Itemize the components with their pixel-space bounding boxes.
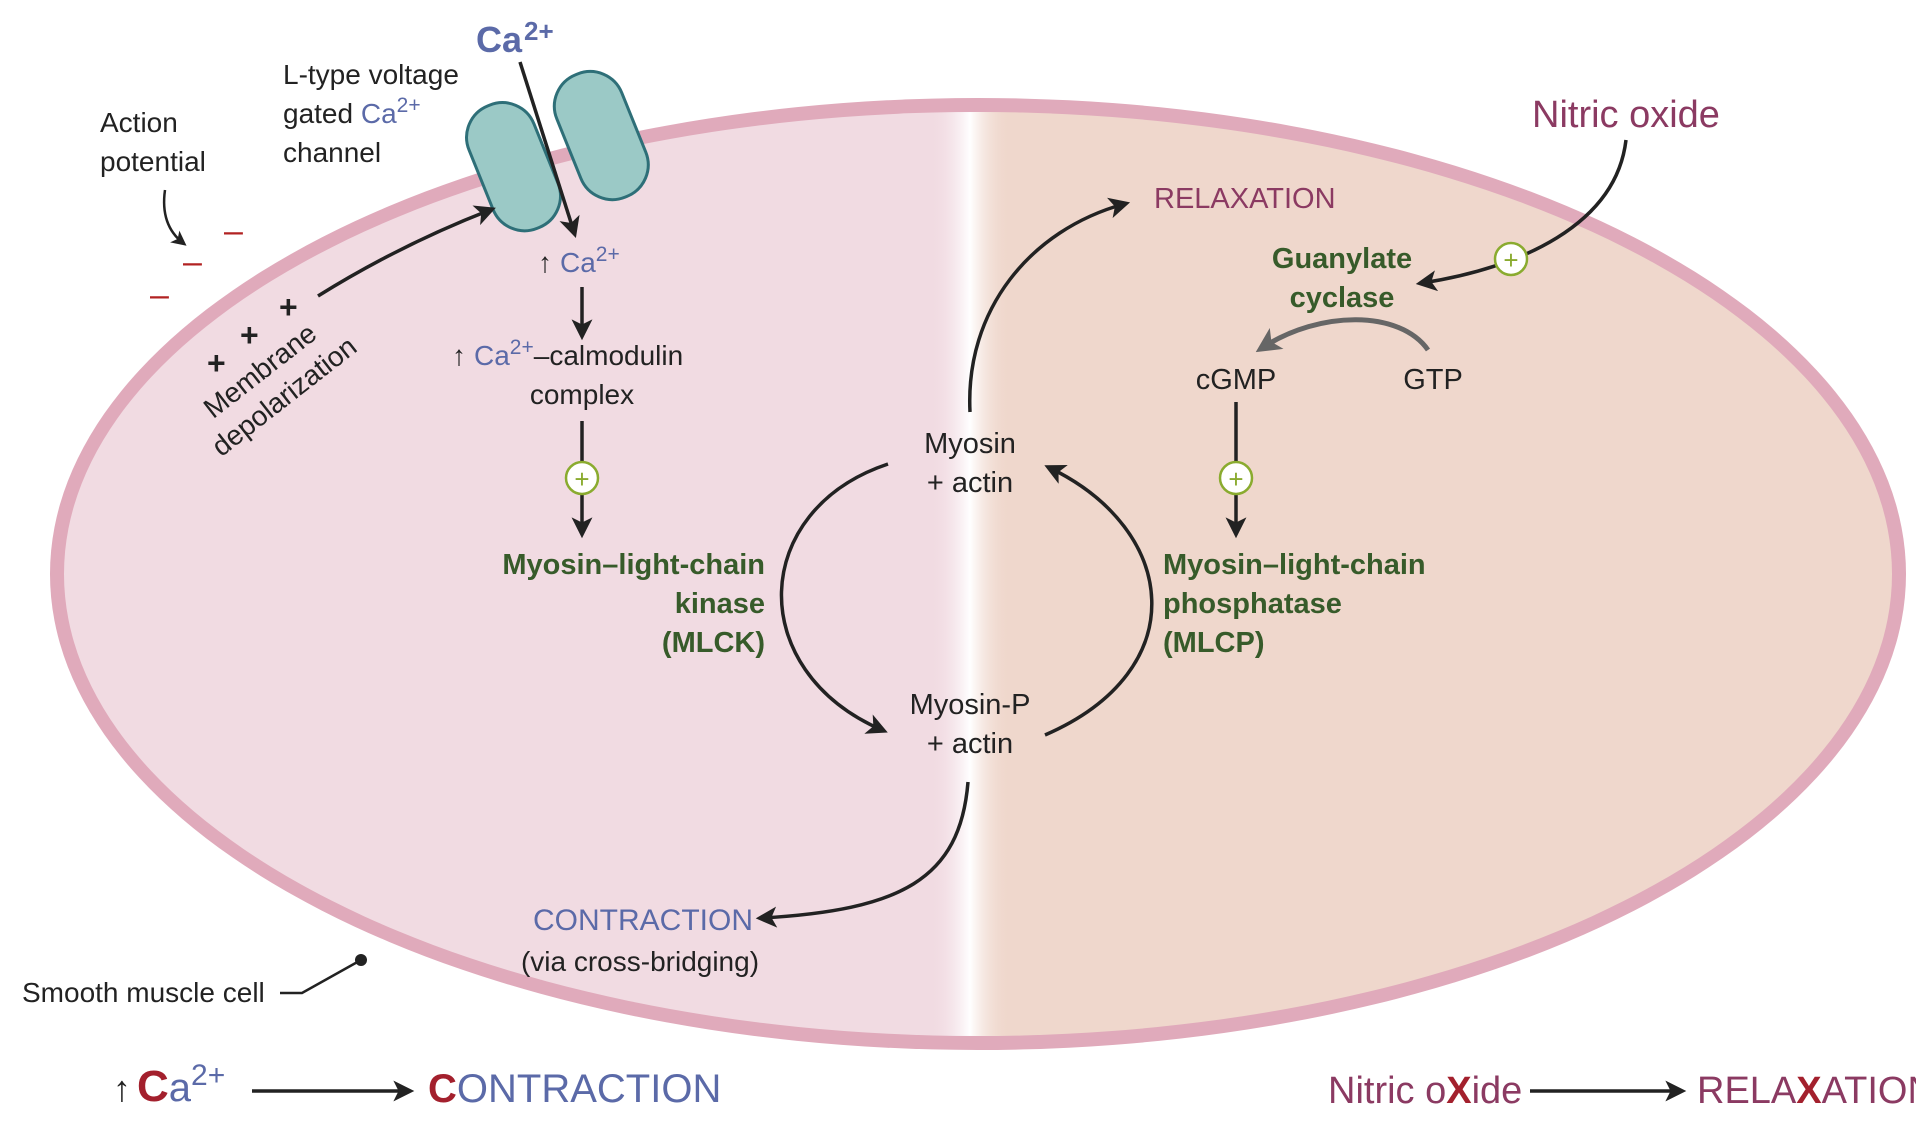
activation-plus-icon: +	[1218, 460, 1254, 496]
gtp-label: GTP	[1403, 364, 1463, 396]
mnemonic-calcium: ↑Ca2+	[113, 1059, 225, 1111]
negative-charge: –	[150, 276, 169, 314]
l-type-calcium-channel	[465, 70, 650, 233]
guanylate-cyclase-line2: cyclase	[1290, 282, 1395, 314]
mlcp-line1: Myosin–light-chain	[1163, 549, 1426, 581]
mlcp-line3: (MLCP)	[1163, 627, 1264, 659]
svg-text:+: +	[1503, 245, 1518, 275]
mnemonic-relaxation: RELAXATION	[1697, 1070, 1916, 1112]
negative-charges: – – –	[150, 212, 243, 314]
relaxation-mnemonic: Nitric oXide RELAXATION	[1328, 1070, 1916, 1112]
positive-charge: +	[279, 289, 298, 325]
positive-charges: + + +	[207, 289, 298, 381]
nitric-oxide-label: Nitric oxide	[1532, 94, 1720, 136]
mnemonic-nitric-oxide: Nitric oXide	[1328, 1070, 1522, 1112]
channel-subunit-right	[552, 70, 650, 202]
contraction-arrow	[755, 781, 970, 928]
depolarization-arrow	[317, 205, 496, 298]
mlcp-line2: phosphatase	[1163, 588, 1342, 620]
channel-label: L-type voltage gated Ca2+ channel	[283, 59, 459, 168]
activation-plus-icon: +	[564, 460, 600, 496]
nitric-oxide-arrow	[1415, 139, 1628, 292]
mlcp-label: Myosin–light-chain phosphatase (MLCP)	[1163, 549, 1426, 659]
guanylate-cyclase-line1: Guanylate	[1272, 243, 1412, 275]
channel-label-line1: L-type voltage	[283, 59, 459, 90]
myosin-p-actin-node: Myosin-P + actin	[910, 689, 1031, 760]
center-divider	[930, 112, 1010, 1036]
mnemonic-contraction: CONTRACTION	[428, 1067, 721, 1111]
channel-subunit-left	[465, 101, 562, 233]
myosin-actin-node: Myosin + actin	[924, 428, 1016, 499]
myosin-actin-line2: + actin	[927, 467, 1013, 499]
relaxation-arrow	[968, 197, 1131, 413]
dephosphorylation-arrow	[1044, 464, 1154, 737]
intracellular-calcium-label: ↑Ca2+	[538, 243, 620, 278]
action-potential-line2: potential	[100, 146, 206, 177]
cell-label-leader-line	[280, 958, 362, 995]
svg-text:+: +	[1228, 464, 1243, 494]
guanylate-cyclase-label: Guanylate cyclase	[1272, 243, 1412, 314]
myosin-p-actin-line1: Myosin-P	[910, 689, 1031, 721]
mlck-line2: kinase	[675, 588, 765, 620]
contraction-mnemonic: ↑Ca2+ CONTRACTION	[113, 1059, 721, 1111]
gtp-to-cgmp-arrow	[1255, 317, 1431, 353]
mlck-line1: Myosin–light-chain	[502, 549, 765, 581]
myosin-p-actin-line2: + actin	[927, 728, 1013, 760]
svg-text:+: +	[574, 464, 589, 494]
contraction-sublabel: (via cross-bridging)	[521, 946, 759, 977]
relaxation-label: RELAXATION	[1154, 183, 1336, 215]
cgmp-label: cGMP	[1196, 364, 1277, 396]
smooth-muscle-cell-label: Smooth muscle cell	[22, 977, 265, 1008]
myosin-actin-line1: Myosin	[924, 428, 1016, 460]
channel-label-line2: gated Ca2+	[283, 94, 421, 129]
action-potential-label: Action potential	[100, 107, 206, 177]
mlck-label: Myosin–light-chain kinase (MLCK)	[502, 549, 765, 659]
contraction-label: CONTRACTION	[533, 904, 753, 937]
channel-label-line3: channel	[283, 137, 381, 168]
negative-charge: –	[224, 212, 243, 250]
activation-plus-icon: +	[1493, 241, 1529, 277]
calmodulin-complex-line1: ↑Ca2+–calmodulin	[452, 336, 683, 371]
top-calcium-label: Ca2+	[476, 16, 554, 60]
calmodulin-complex-line2: complex	[530, 379, 634, 410]
negative-charge: –	[183, 243, 202, 281]
mlck-line3: (MLCK)	[662, 627, 765, 659]
calcium-influx-arrow	[518, 61, 580, 239]
phosphorylation-arrow	[779, 462, 889, 734]
positive-charge: +	[207, 345, 226, 381]
action-potential-arrow	[162, 189, 187, 246]
action-potential-line1: Action	[100, 107, 178, 138]
positive-charge: +	[240, 317, 259, 353]
cell-label-pointer-dot	[355, 954, 367, 966]
